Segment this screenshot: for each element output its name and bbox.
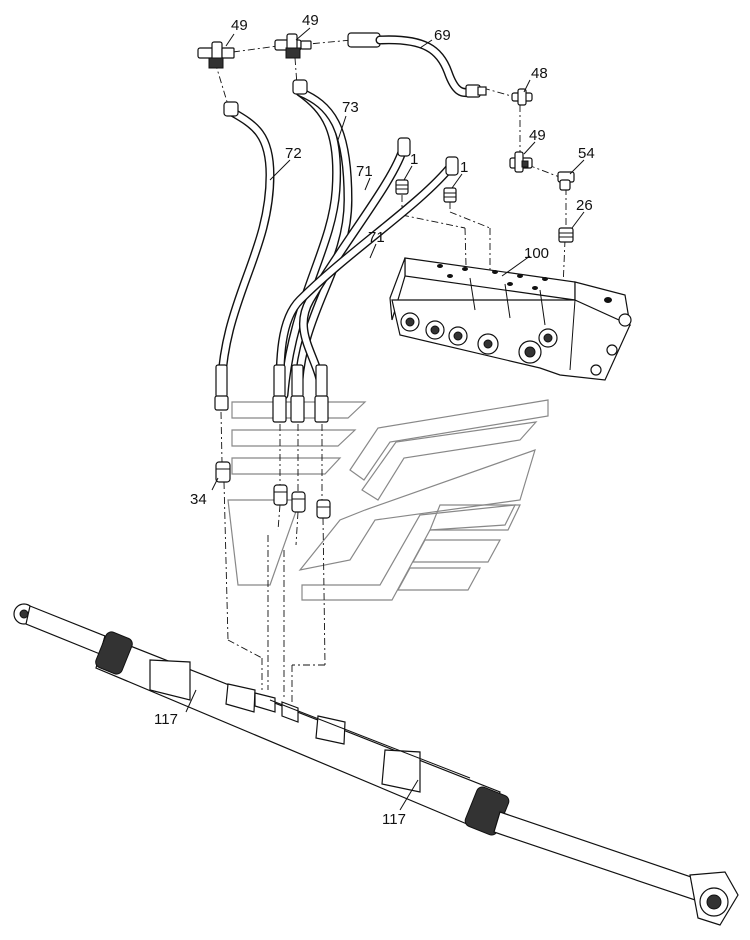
label-26: 26 bbox=[576, 197, 593, 214]
label-71-b: 71 bbox=[368, 229, 385, 246]
label-73: 73 bbox=[342, 99, 359, 116]
hose-72 bbox=[214, 101, 275, 411]
label-71-a: 71 bbox=[356, 163, 373, 180]
label-1-a: 1 bbox=[410, 151, 418, 168]
label-100: 100 bbox=[524, 245, 549, 262]
fitting-26 bbox=[558, 227, 574, 243]
label-48: 48 bbox=[531, 65, 548, 82]
tee-fitting-48 bbox=[511, 88, 533, 106]
label-49-a: 49 bbox=[231, 17, 248, 34]
label-117-a: 117 bbox=[154, 711, 178, 728]
label-49-c: 49 bbox=[529, 127, 546, 144]
label-1-b: 1 bbox=[460, 159, 468, 176]
fitting-1-right bbox=[443, 187, 457, 203]
hose-73 bbox=[279, 79, 353, 400]
fitting-1-left bbox=[395, 179, 409, 195]
label-49-b: 49 bbox=[302, 12, 319, 29]
hydraulic-cylinder-117 bbox=[13, 603, 739, 926]
tee-fitting-49-left bbox=[197, 41, 235, 69]
hose-71-upper bbox=[299, 137, 411, 400]
hose-end-fittings bbox=[272, 364, 329, 423]
valve-block-100 bbox=[389, 257, 632, 381]
elbow-fitting-54 bbox=[557, 171, 575, 191]
callout-labels: 49 49 69 48 49 54 72 73 1 1 71 71 26 100… bbox=[154, 12, 595, 828]
leader-lines bbox=[185, 27, 585, 811]
label-34: 34 bbox=[190, 491, 207, 508]
tee-fitting-49-right bbox=[509, 151, 533, 173]
watermark-logo bbox=[227, 399, 549, 601]
label-69: 69 bbox=[434, 27, 451, 44]
connection-lines bbox=[214, 39, 567, 705]
label-117-b: 117 bbox=[382, 811, 406, 828]
hose-71-lower bbox=[275, 156, 459, 400]
hose-69 bbox=[347, 32, 487, 98]
tee-fitting-49-middle bbox=[274, 33, 312, 59]
adapter-34 bbox=[215, 461, 331, 519]
label-72: 72 bbox=[285, 145, 302, 162]
label-54: 54 bbox=[578, 145, 595, 162]
